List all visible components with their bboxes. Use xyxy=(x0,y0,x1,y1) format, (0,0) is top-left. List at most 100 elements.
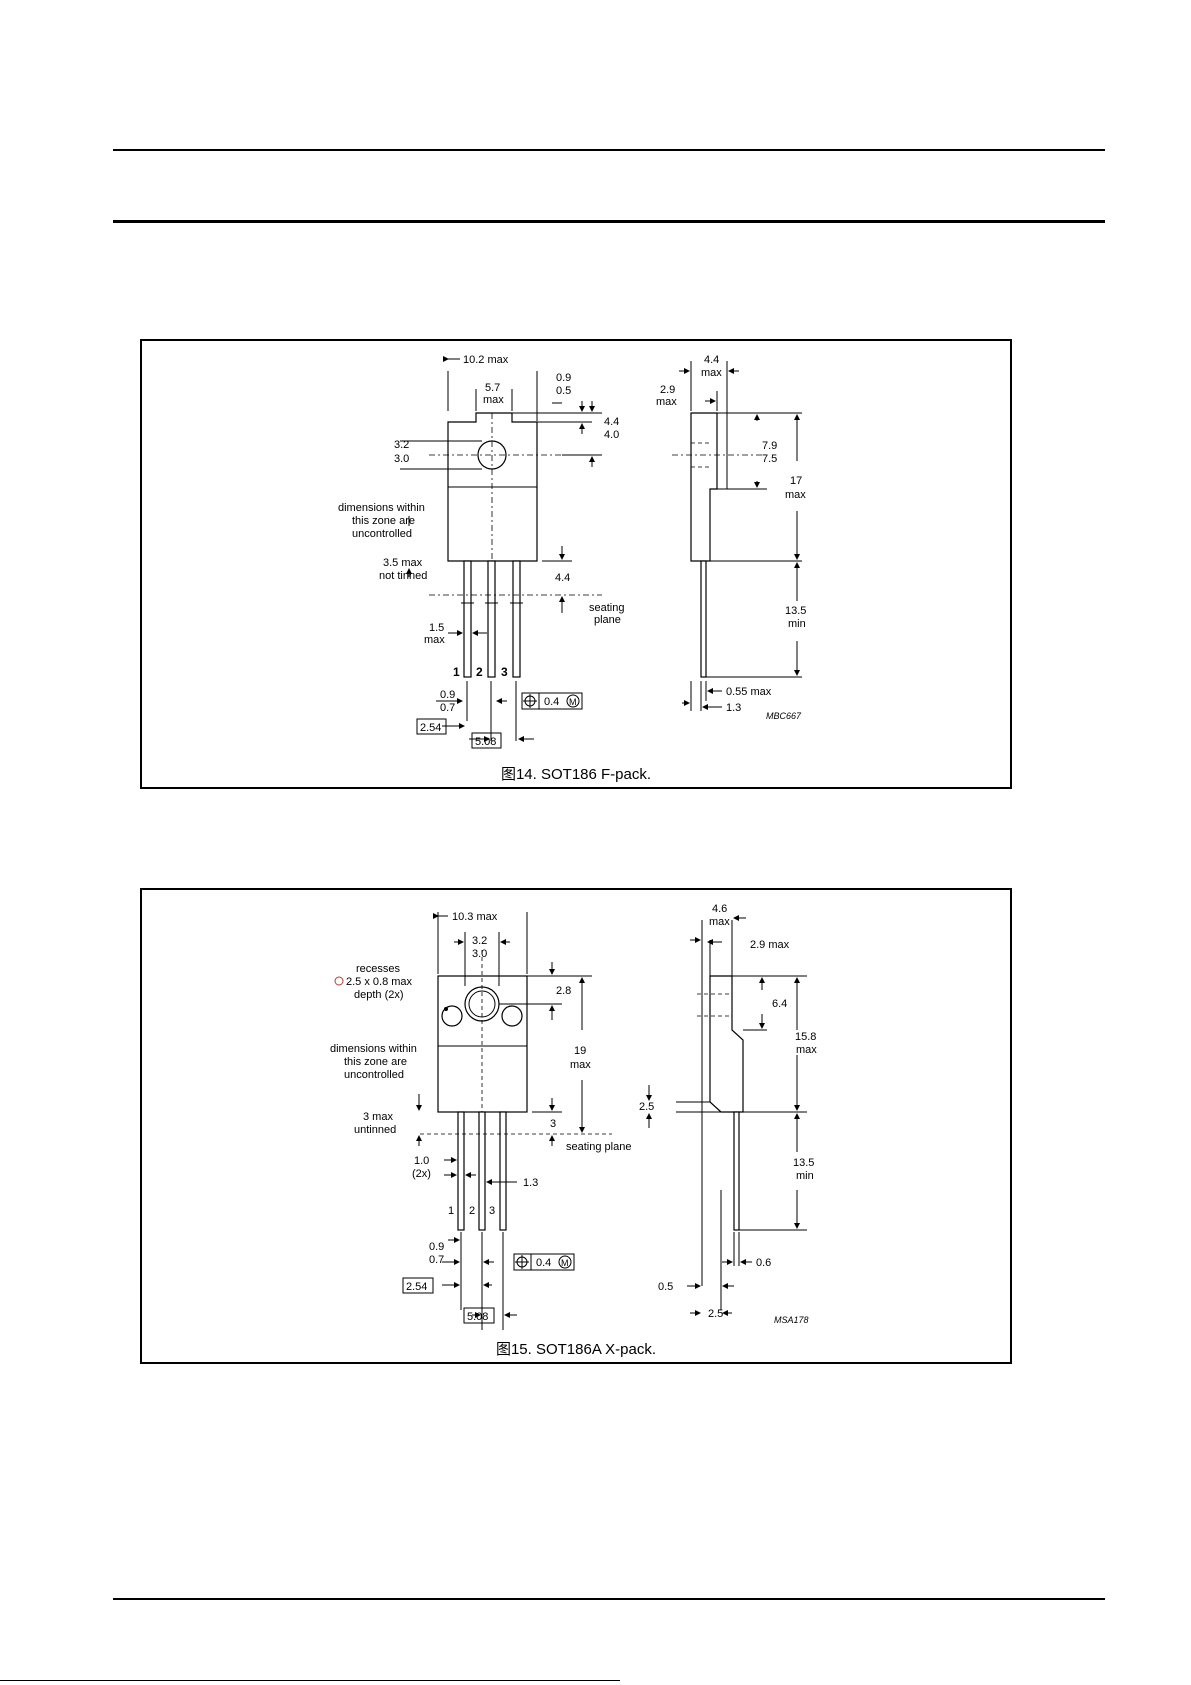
pin-label-2: 2 xyxy=(476,665,483,679)
diameter-icon xyxy=(334,976,344,986)
dim-label: max xyxy=(796,1044,817,1056)
zone-note: dimensions within xyxy=(330,1043,417,1055)
sot186-side-lead xyxy=(700,560,707,678)
tolerance-modifier: M xyxy=(569,697,577,707)
zone-note: uncontrolled xyxy=(344,1069,404,1081)
dim-label: 0.9 xyxy=(429,1241,444,1253)
dim-label: max xyxy=(570,1059,591,1071)
sot186a-width: 10.3 max xyxy=(452,911,498,923)
dim-label: 0.9 xyxy=(556,372,571,384)
pin-label-1: 1 xyxy=(448,1205,454,1217)
pin-label-1: 1 xyxy=(453,665,460,679)
sot186-lead-3 xyxy=(512,560,521,678)
dim-label: 3.2 xyxy=(394,439,409,451)
header-rule-bottom xyxy=(113,220,1105,223)
dim-label: 17 xyxy=(790,475,802,487)
dim-label: 15.8 xyxy=(795,1031,816,1043)
tolerance-value: 0.4 xyxy=(544,696,559,708)
dim-label: min xyxy=(788,618,806,630)
zone-note: this zone are xyxy=(352,515,415,527)
sot186a-recess-left xyxy=(441,1005,463,1027)
dim-label: max xyxy=(785,489,806,501)
dim-label: 0.9 xyxy=(440,689,455,701)
recess-note: depth (2x) xyxy=(354,989,404,1001)
dim-label: 3.0 xyxy=(394,453,409,465)
figure-caption: 图15. SOT186A X-pack. xyxy=(495,1341,657,1358)
dim-label: 1.0 xyxy=(414,1155,429,1167)
dim-label: min xyxy=(796,1170,814,1182)
dim-label: 2.9 max xyxy=(750,939,790,951)
sot186a-tolerance-frame xyxy=(513,1253,575,1271)
pin-label-3: 3 xyxy=(489,1205,495,1217)
pitch-label: 5.08 xyxy=(467,1311,488,1323)
figure-caption: 图14. SOT186 F-pack. xyxy=(500,766,652,783)
dim-label: 0.7 xyxy=(440,702,455,714)
dim-label: 1.3 xyxy=(523,1177,538,1189)
pin-label-2: 2 xyxy=(469,1205,475,1217)
dim-label: 19 xyxy=(574,1045,586,1057)
drawing-code: MSA178 xyxy=(774,1315,809,1325)
dim-label: seating xyxy=(589,602,624,614)
dim-label: (2x) xyxy=(412,1168,431,1180)
dim-label: 0.7 xyxy=(429,1254,444,1266)
recess-note: recesses xyxy=(356,963,401,975)
dim-label: max xyxy=(483,394,504,406)
dim-label: max xyxy=(701,367,722,379)
dim-label: 2.9 xyxy=(660,384,675,396)
dim-label: 6.4 xyxy=(772,998,787,1010)
sot186a-side-lead xyxy=(733,1111,740,1231)
dim-label: not tinned xyxy=(379,570,427,582)
dim-label: 4.4 xyxy=(704,354,719,366)
recess-note: 2.5 x 0.8 max xyxy=(346,976,413,988)
dim-label: 3 xyxy=(550,1118,556,1130)
dim-label: max xyxy=(424,634,445,646)
sot186a-recess-right xyxy=(501,1005,523,1027)
dim-label: untinned xyxy=(354,1124,396,1136)
sot186-tolerance-frame xyxy=(521,692,583,710)
dim-label: 2.5 xyxy=(639,1101,654,1113)
dim-label: 3.2 xyxy=(472,935,487,947)
dim-label: 3 max xyxy=(363,1111,393,1123)
zone-note: uncontrolled xyxy=(352,528,412,540)
dim-label: 7.9 xyxy=(762,440,777,452)
sot186a-lead-1 xyxy=(457,1111,465,1231)
figure-sot186a: 10.3 max 3.2 3.0 recesses 2.5 x 0.8 max … xyxy=(140,888,1012,1364)
pitch-label: 5.08 xyxy=(475,736,496,748)
dim-label: 4.6 xyxy=(712,903,727,915)
dim-label: 5.7 xyxy=(485,382,500,394)
dim-label: max xyxy=(709,916,730,928)
bottom-edge-line xyxy=(0,1680,620,1681)
figure-sot186: 10.2 max 5.7 max 0.9 0.5 4.4 4.0 3.2 3.0… xyxy=(140,339,1012,789)
dim-label: plane xyxy=(594,614,621,626)
dim-label: 13.5 xyxy=(793,1157,814,1169)
dim-label: 3.5 max xyxy=(383,557,423,569)
pitch-label: 2.54 xyxy=(420,722,441,734)
sot186a-drawing: 10.3 max 3.2 3.0 recesses 2.5 x 0.8 max … xyxy=(330,903,817,1330)
sot186-lead-1 xyxy=(463,560,472,678)
dim-label: max xyxy=(656,396,677,408)
sot186-drawing: 10.2 max 5.7 max 0.9 0.5 4.4 4.0 3.2 3.0… xyxy=(338,354,806,749)
tolerance-value: 0.4 xyxy=(536,1257,551,1269)
dim-label: 4.4 xyxy=(555,572,570,584)
sot186a-lead-2 xyxy=(478,1111,486,1231)
drawing-code: MBC667 xyxy=(766,711,802,721)
dim-label: 13.5 xyxy=(785,605,806,617)
sot186-lead-2 xyxy=(487,560,496,678)
pitch-label: 2.54 xyxy=(406,1281,427,1293)
dim-label: 4.4 xyxy=(604,416,619,428)
dim-label: 2.5 xyxy=(708,1308,723,1320)
zone-note: this zone are xyxy=(344,1056,407,1068)
dim-label: 1.5 xyxy=(429,622,444,634)
zone-note: dimensions within xyxy=(338,502,425,514)
dim-label: 0.5 xyxy=(556,385,571,397)
sot186a-side-body xyxy=(709,975,744,1113)
header-rule-top xyxy=(113,149,1105,151)
dim-label: 0.6 xyxy=(756,1257,771,1269)
dim-label: 1.3 xyxy=(726,702,741,714)
tolerance-modifier: M xyxy=(561,1258,569,1268)
dim-label: 7.5 xyxy=(762,453,777,465)
dim-label: 3.0 xyxy=(472,948,487,960)
pin-label-3: 3 xyxy=(501,665,508,679)
dim-label: 4.0 xyxy=(604,429,619,441)
sot186-width: 10.2 max xyxy=(463,354,509,366)
